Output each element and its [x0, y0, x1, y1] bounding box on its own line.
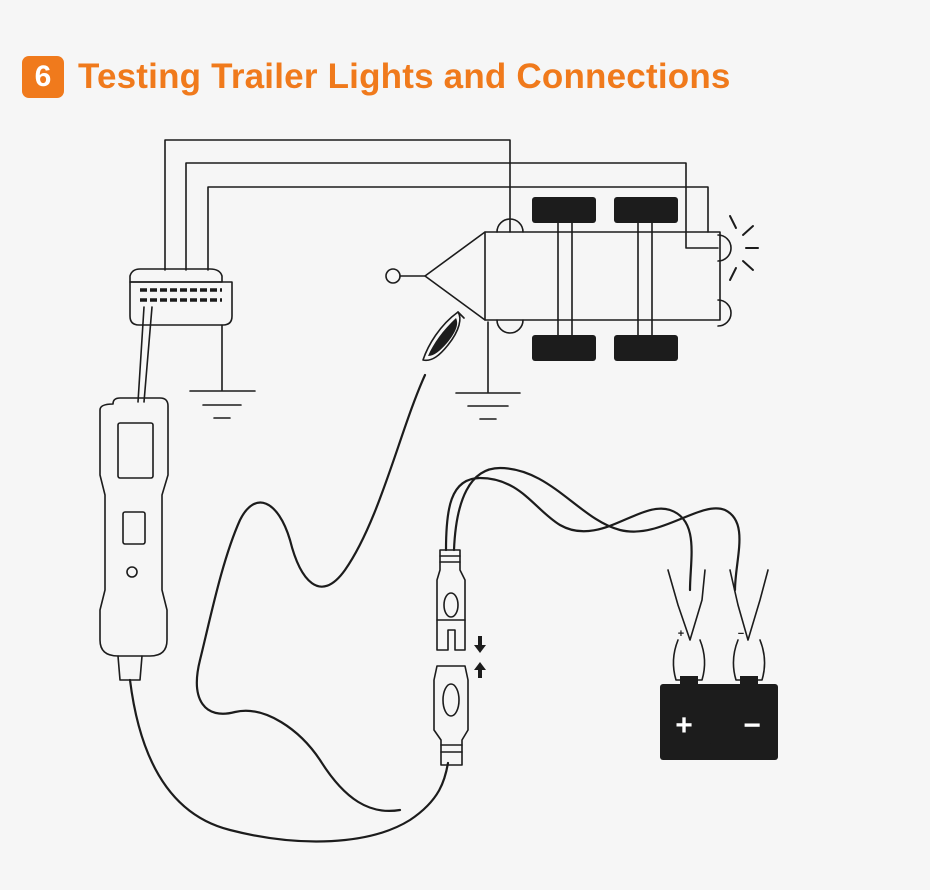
probe-cable [128, 678, 450, 843]
battery-cable-positive [444, 476, 693, 592]
step-number-badge: 6 [22, 56, 64, 98]
clamp-positive-label: + [678, 628, 684, 640]
battery-clamp-positive [667, 569, 706, 681]
battery-terminal-negative [740, 676, 758, 686]
clip-cable [195, 373, 427, 812]
trailer-wires [164, 139, 719, 271]
wheel [614, 335, 678, 361]
cable-connector [433, 549, 469, 766]
light-glow-icon [729, 215, 759, 281]
power-probe-tester [99, 397, 169, 681]
clip-jaw [428, 318, 458, 356]
battery-minus-label: − [743, 709, 761, 742]
lightning-bolt-icon [707, 703, 728, 744]
wheel [614, 197, 678, 223]
alligator-clip [422, 311, 465, 362]
arrow-down-icon [474, 636, 486, 653]
trailer-plug [129, 268, 233, 391]
header: 6 Testing Trailer Lights and Connections [22, 55, 731, 99]
wheel [532, 335, 596, 361]
ground-symbol-icon [455, 392, 521, 420]
battery-cable-negative [452, 466, 741, 592]
trailer [385, 218, 732, 341]
battery-plus-label: + [675, 709, 693, 742]
wheel [532, 197, 596, 223]
battery-terminal-positive [680, 676, 698, 686]
ground-symbol-icon [189, 390, 256, 419]
page-title: Testing Trailer Lights and Connections [78, 57, 731, 96]
clamp-negative-label: − [738, 628, 744, 640]
arrow-up-icon [474, 662, 486, 678]
